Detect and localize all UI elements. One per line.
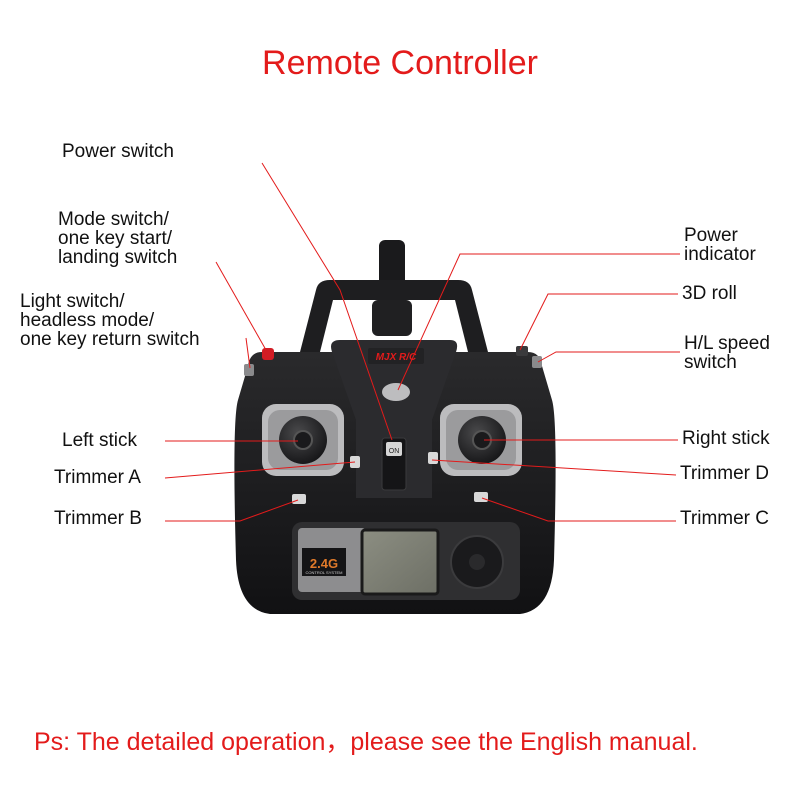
label-right-stick: Right stick: [682, 428, 770, 449]
label-power-indicator-line1: Power: [684, 225, 738, 246]
power-indicator-light: [382, 383, 410, 401]
hl-speed-button[interactable]: [532, 356, 542, 368]
label-power-indicator: Power indicator: [684, 226, 756, 264]
power-switch-mark: ON: [389, 448, 400, 455]
label-trimmer-d: Trimmer D: [680, 463, 769, 484]
line-trimmer-d: [431, 459, 677, 476]
label-mode-switch-line2: one key start/: [58, 228, 173, 249]
label-trimmer-b: Trimmer B: [54, 508, 142, 529]
label-mode-switch: Mode switch/ one key start/ landing swit…: [58, 210, 177, 267]
band-subtitle: CONTROL SYSTEM: [306, 570, 343, 575]
label-light-switch: Light switch/ headless mode/ one key ret…: [20, 292, 200, 349]
page-title: Remote Controller: [262, 44, 538, 82]
label-left-stick: Left stick: [62, 430, 137, 451]
carry-handle: [300, 280, 488, 352]
label-power-indicator-line2: indicator: [684, 244, 756, 265]
trimmer-b-button[interactable]: [292, 494, 306, 504]
3d-roll-button[interactable]: [516, 346, 528, 356]
line-mode-switch: [215, 261, 267, 351]
footer-note: Ps: The detailed operation，please see th…: [34, 728, 698, 756]
line-3d-roll: [519, 293, 678, 351]
lcd-screen: [360, 528, 440, 596]
power-switch[interactable]: ON: [381, 437, 407, 491]
center-panel: [331, 340, 458, 498]
leader-lines: [164, 162, 680, 522]
line-power-indicator: [397, 253, 680, 391]
label-mode-switch-line1: Mode switch/: [58, 209, 169, 230]
label-3d-roll: 3D roll: [682, 283, 737, 304]
label-trimmer-a: Trimmer A: [54, 467, 141, 488]
line-trimmer-a: [164, 461, 356, 479]
label-trimmer-c: Trimmer C: [680, 508, 769, 529]
label-light-switch-line1: Light switch/: [20, 291, 125, 312]
left-stick[interactable]: [262, 404, 344, 476]
label-mode-switch-line3: landing switch: [58, 247, 178, 268]
label-power-switch: Power switch: [62, 141, 174, 162]
line-hl-speed: [537, 351, 680, 363]
line-trimmer-b: [165, 499, 299, 522]
brand-logo: MJX R/C: [376, 352, 417, 363]
trimmer-d-button[interactable]: [428, 452, 438, 464]
line-trimmer-c: [481, 497, 676, 522]
light-switch-button[interactable]: [244, 364, 254, 376]
label-hl-speed-line2: switch: [684, 352, 737, 373]
line-light-switch: [245, 337, 251, 369]
label-light-switch-line2: headless mode/: [20, 310, 155, 331]
label-light-switch-line3: one key return switch: [20, 329, 200, 350]
lower-panel: 2.4G CONTROL SYSTEM: [292, 522, 520, 600]
trimmer-c-button[interactable]: [474, 492, 488, 502]
label-hl-speed: H/L speed switch: [684, 334, 770, 372]
label-hl-speed-line1: H/L speed: [684, 333, 770, 354]
mode-switch-button[interactable]: [262, 348, 274, 360]
band-badge: 2.4G: [310, 556, 338, 571]
right-stick[interactable]: [440, 404, 522, 476]
line-power-switch: [261, 162, 393, 441]
